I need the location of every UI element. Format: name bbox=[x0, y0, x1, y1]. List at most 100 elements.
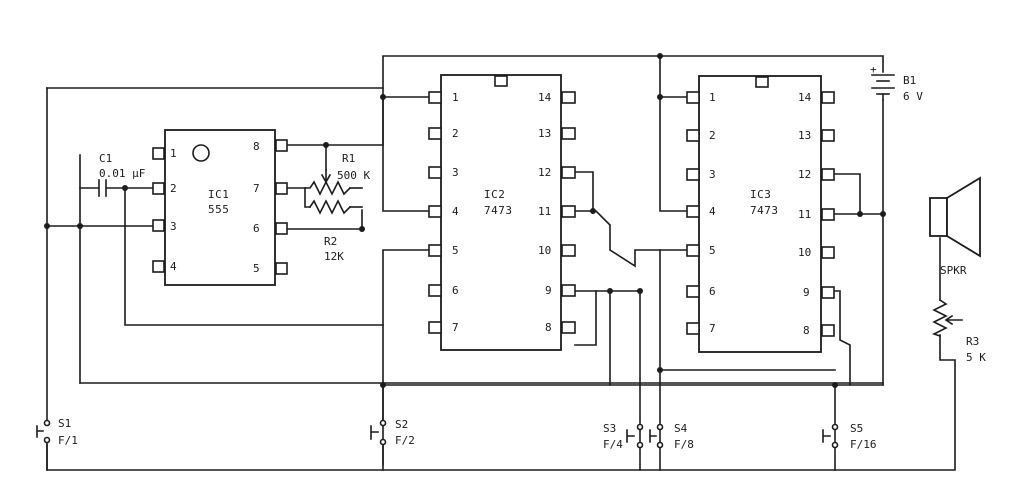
ic1-pin bbox=[275, 139, 288, 152]
ic2-body bbox=[440, 74, 562, 351]
ic2-pin bbox=[561, 284, 576, 297]
ic2-pin bbox=[428, 91, 442, 104]
ic3-body bbox=[698, 75, 822, 353]
ic3-type: 7473 bbox=[750, 204, 779, 217]
ic2-pin bbox=[561, 166, 576, 179]
ic3-pin-number: 5 bbox=[709, 244, 716, 257]
ic3-pin bbox=[821, 129, 835, 142]
ic2-pin bbox=[561, 244, 576, 257]
b1-label: B1 bbox=[903, 74, 916, 87]
wire-ic2-11-to-ic3-5 bbox=[574, 210, 688, 268]
ic1-chip: 1 2 3 4 8 7 6 5 IC1 555 bbox=[152, 129, 288, 286]
ic3-pin bbox=[821, 208, 835, 221]
r2-value: 12K bbox=[324, 250, 344, 263]
s2-label: S2 bbox=[395, 418, 408, 431]
wire-rail-to-ic2-pin4 bbox=[382, 96, 430, 212]
ic2-pin-number: 11 bbox=[538, 205, 551, 218]
ic2-pin-number: 1 bbox=[452, 91, 459, 104]
junction-dot bbox=[380, 94, 386, 100]
ic3-pin-number: 9 bbox=[803, 286, 810, 299]
junction-dot bbox=[832, 382, 838, 388]
junction-dot bbox=[380, 382, 386, 388]
ic3-pin bbox=[686, 129, 700, 142]
ic2-pin-number: 7 bbox=[452, 321, 459, 334]
ic2-pin-number: 6 bbox=[452, 284, 459, 297]
ic2-label: IC2 bbox=[484, 188, 505, 201]
ic3-pin bbox=[821, 246, 835, 259]
ic2-pin-number: 9 bbox=[545, 284, 552, 297]
ic3-pin bbox=[821, 324, 835, 337]
ic1-pin bbox=[152, 182, 165, 195]
s2-value: F/2 bbox=[395, 434, 415, 447]
wire-c1-left bbox=[79, 154, 154, 227]
wire-ic1-pin2 bbox=[124, 187, 384, 326]
resistor-r1: R1 500 K bbox=[304, 152, 370, 196]
s1-label: S1 bbox=[58, 417, 71, 430]
r1-value: 500 K bbox=[337, 169, 370, 182]
ic3-pin-number: 3 bbox=[709, 168, 716, 181]
pushbutton-icon bbox=[626, 429, 635, 443]
wire-ic3-9-8 bbox=[833, 290, 851, 386]
switch-contact bbox=[636, 423, 644, 431]
wire-ic1-pin3-bus bbox=[46, 225, 81, 384]
r2-label: R2 bbox=[324, 235, 337, 248]
wiper-arrow-icon bbox=[944, 314, 963, 326]
ic3-label: IC3 bbox=[750, 188, 771, 201]
ic2-pin-number: 2 bbox=[452, 127, 459, 140]
s1-value: F/1 bbox=[58, 434, 78, 447]
c1-label: C1 bbox=[99, 152, 112, 165]
ic3-pin-number: 1 bbox=[709, 91, 716, 104]
resistor-r2: R2 12K bbox=[308, 199, 352, 263]
ic3-pin-number: 12 bbox=[798, 168, 811, 181]
resistor-zigzag bbox=[304, 180, 352, 196]
ic2-pin bbox=[561, 91, 576, 104]
switch-contact bbox=[43, 419, 51, 427]
s5-value: F/16 bbox=[850, 438, 877, 451]
ic2-pin bbox=[428, 321, 442, 334]
s4-label: S4 bbox=[674, 422, 688, 435]
wire-ic3-pin1 bbox=[659, 55, 688, 98]
junction-dot bbox=[857, 211, 863, 217]
ic1-pin-number: 1 bbox=[170, 147, 177, 160]
battery-b1: + B1 6 V bbox=[870, 63, 923, 103]
junction-dot bbox=[323, 142, 329, 148]
s4-value: F/8 bbox=[674, 438, 694, 451]
ic2-pin bbox=[428, 205, 442, 218]
junction-dot bbox=[590, 208, 596, 214]
ic1-pin bbox=[275, 222, 288, 235]
ic2-pin-number: 10 bbox=[538, 244, 551, 257]
ic1-pin-number: 4 bbox=[170, 260, 177, 273]
ic2-pin-number: 14 bbox=[538, 91, 552, 104]
junction-dot bbox=[657, 53, 663, 59]
ic3-pin-number: 11 bbox=[798, 208, 811, 221]
ic3-pin bbox=[686, 168, 700, 181]
ic2-pin-number: 4 bbox=[452, 205, 459, 218]
ic3-pin bbox=[686, 205, 700, 218]
switch-s1: S1 F/1 bbox=[36, 417, 78, 447]
ic1-pin-number: 6 bbox=[253, 222, 260, 235]
ic3-pin-number: 2 bbox=[709, 129, 716, 142]
ic3-pin bbox=[821, 168, 835, 181]
ic2-pin-number: 5 bbox=[452, 244, 459, 257]
ic2-pin bbox=[561, 127, 576, 140]
ic1-pin bbox=[152, 147, 165, 160]
switch-contact bbox=[636, 441, 644, 449]
switch-s4: S4 F/8 bbox=[649, 422, 694, 451]
ic3-pin-number: 13 bbox=[798, 129, 811, 142]
ic1-pin-number: 5 bbox=[253, 262, 260, 275]
ic2-pin bbox=[428, 166, 442, 179]
resistor-zigzag bbox=[308, 199, 352, 215]
wire-ic2-12-11 bbox=[574, 171, 594, 212]
ic3-pin bbox=[821, 286, 835, 299]
ic2-pin bbox=[428, 127, 442, 140]
switch-contact bbox=[656, 441, 664, 449]
ic3-pin-number: 8 bbox=[803, 324, 810, 337]
wire-ic3-12-11 bbox=[833, 173, 861, 215]
ic3-pin-number: 10 bbox=[798, 246, 811, 259]
switch-contact bbox=[379, 438, 387, 446]
capacitor-c1: C1 0.01 µF bbox=[98, 152, 145, 197]
battery-plus-sign: + bbox=[870, 63, 877, 76]
pushbutton-icon bbox=[36, 425, 44, 438]
switch-contact bbox=[831, 423, 839, 431]
wire-ic1-6 bbox=[286, 209, 363, 230]
